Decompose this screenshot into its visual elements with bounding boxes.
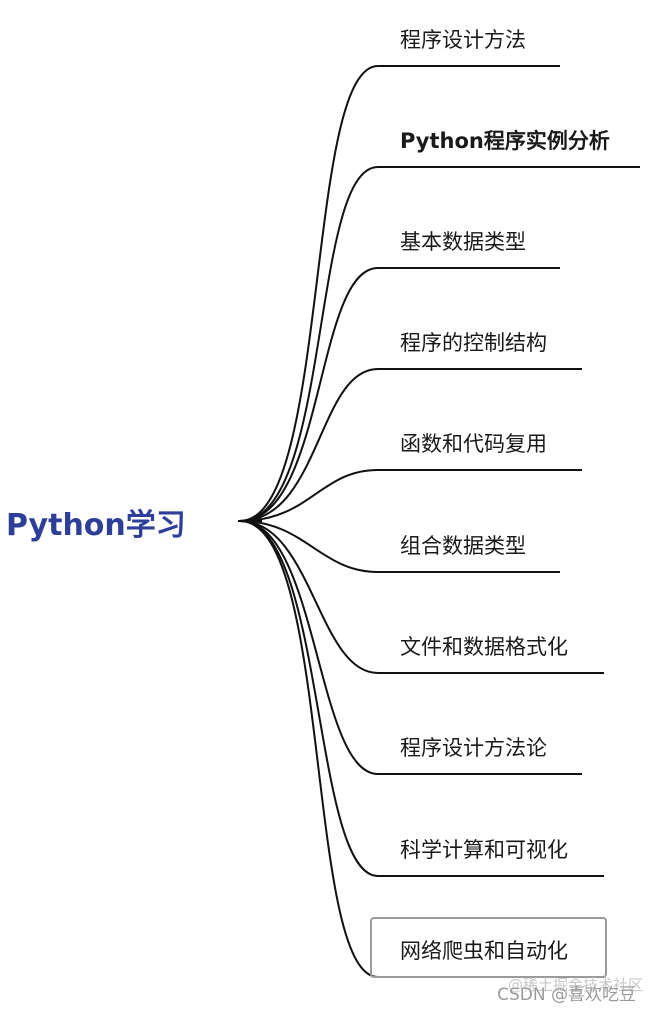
branch-topic-9[interactable]: 科学计算和可视化 <box>400 838 568 862</box>
branch-topic-1[interactable]: 程序设计方法 <box>400 28 526 52</box>
connector-branch-10 <box>239 520 604 978</box>
branch-topic-5[interactable]: 函数和代码复用 <box>400 432 547 456</box>
branch-topic-7[interactable]: 文件和数据格式化 <box>400 635 568 659</box>
watermark-ghost-text: @稀土掘金技术社区 <box>508 976 644 994</box>
connector-branch-1 <box>239 65 560 522</box>
watermark-text: CSDN @喜欢吃豆 <box>497 985 636 1005</box>
branch-topic-3[interactable]: 基本数据类型 <box>400 230 526 254</box>
branch-topic-2[interactable]: Python程序实例分析 <box>400 129 610 153</box>
branch-topic-4[interactable]: 程序的控制结构 <box>400 331 547 355</box>
root-topic[interactable]: Python学习 <box>6 508 186 543</box>
connector-branch-8 <box>239 520 582 775</box>
connector-branch-5 <box>239 469 582 522</box>
connector-branch-9 <box>239 520 604 877</box>
selected-topic-outline <box>370 917 607 978</box>
connector-branch-6 <box>239 520 560 573</box>
branch-topic-10[interactable]: 网络爬虫和自动化 <box>400 939 568 963</box>
connector-branch-2 <box>239 166 640 522</box>
connector-branch-7 <box>239 520 604 674</box>
connector-branch-3 <box>239 267 560 522</box>
connector-branch-4 <box>239 368 582 522</box>
branch-topic-6[interactable]: 组合数据类型 <box>400 534 526 558</box>
branch-topic-8[interactable]: 程序设计方法论 <box>400 736 547 760</box>
